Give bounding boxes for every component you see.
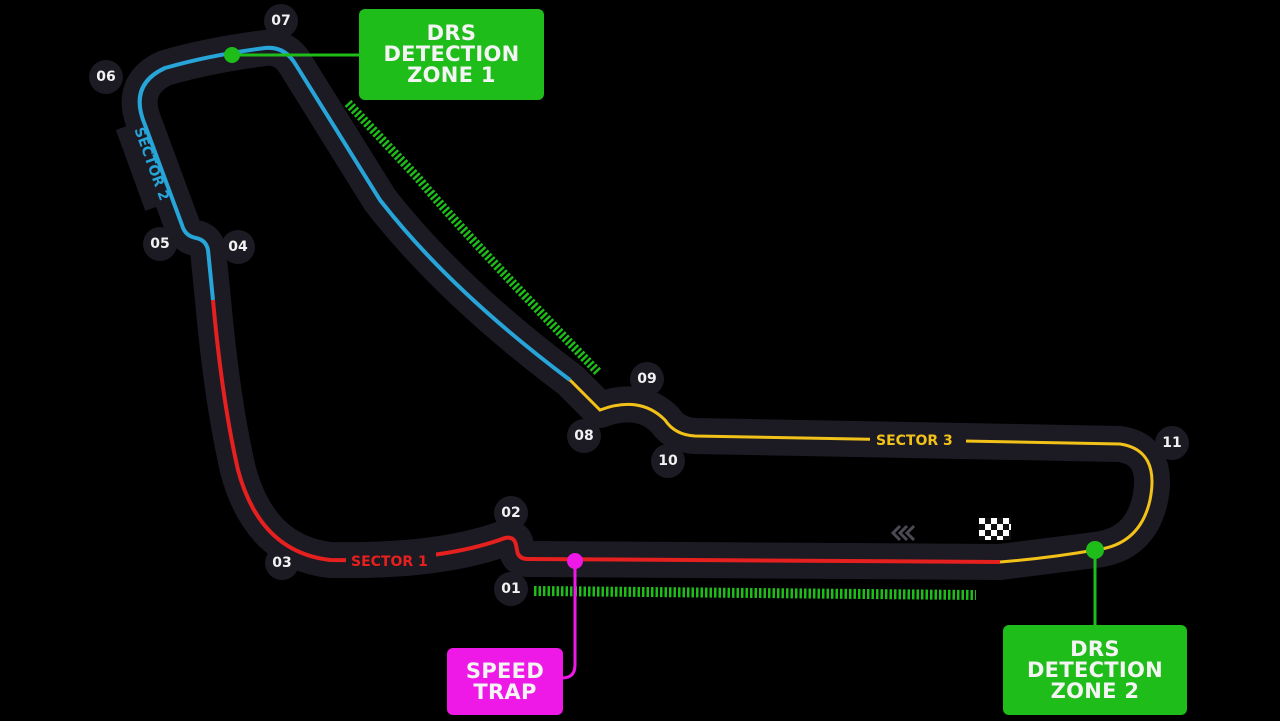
turn-number: 02: [501, 505, 520, 521]
turn-number: 07: [271, 13, 290, 29]
turn-number: 11: [1162, 435, 1181, 451]
sector-3-line: [568, 378, 1154, 564]
drs2-line-1: DRS: [1070, 636, 1120, 661]
turn-badge-circle: [651, 444, 685, 478]
turn-badge-06[interactable]: 06: [89, 60, 123, 94]
turn-badge-circle: [265, 546, 299, 580]
turn-number: 01: [501, 581, 520, 597]
turn-badge-02[interactable]: 02: [494, 496, 528, 530]
drs-detection-zone-1-callout[interactable]: DRS DETECTION ZONE 1: [359, 9, 544, 100]
turn-number: 04: [228, 239, 248, 255]
turn-badge-circle: [221, 230, 255, 264]
turn-badge-11[interactable]: 11: [1155, 426, 1189, 460]
turn-badge-circle: [630, 362, 664, 396]
speed-trap-marker[interactable]: [567, 553, 583, 569]
turn-number: 06: [96, 69, 115, 85]
sector-1-label: SECTOR 1: [351, 554, 428, 570]
drs-detection-1-marker[interactable]: [224, 47, 240, 63]
turn-badge-04[interactable]: 04: [221, 230, 255, 264]
drs1-line-3: ZONE 1: [407, 63, 496, 87]
turn-number: 05: [150, 236, 169, 252]
turn-badge-03[interactable]: 03: [265, 546, 299, 580]
drs-detection-zone-2-callout[interactable]: DRS DETECTION ZONE 2: [1003, 625, 1187, 715]
sector-3-label: SECTOR 3: [876, 433, 953, 449]
speed-trap-line-1: SPEED: [465, 658, 545, 683]
drs-zone-2-bar: [533, 586, 977, 600]
turn-badge-circle: [567, 419, 601, 453]
checkered-flag-icon: [979, 518, 1011, 540]
speed-trap-callout[interactable]: SPEED TRAP: [447, 648, 563, 715]
drs1-line-1: DRS: [426, 21, 477, 45]
turn-badge-circle: [143, 227, 177, 261]
turn-number: 03: [272, 555, 291, 571]
turn-badge-10[interactable]: 10: [651, 444, 685, 478]
turn-number: 10: [658, 453, 678, 469]
turn-badge-01[interactable]: 01: [494, 572, 528, 606]
turn-badge-circle: [1155, 426, 1189, 460]
turn-badge-07[interactable]: 07: [264, 4, 298, 38]
turn-badge-circle: [494, 572, 528, 606]
turn-number: 09: [637, 371, 656, 387]
direction-chevron-icon: [890, 524, 916, 542]
turn-number: 08: [574, 428, 593, 444]
drs-zone-1-bar: [344, 99, 602, 376]
turn-badge-09[interactable]: 09: [630, 362, 664, 396]
turn-badge-circle: [264, 4, 298, 38]
drs-detection-2-marker[interactable]: [1086, 541, 1104, 559]
turn-badge-circle: [494, 496, 528, 530]
drs1-line-2: DETECTION: [383, 42, 520, 66]
speed-trap-leader: [561, 561, 577, 680]
turn-badge-05[interactable]: 05: [143, 227, 177, 261]
speed-trap-line-2: TRAP: [473, 679, 537, 704]
track-surface: [121, 29, 1170, 580]
turn-badge-circle: [89, 60, 123, 94]
drs2-line-3: ZONE 2: [1050, 678, 1140, 703]
drs2-line-2: DETECTION: [1026, 657, 1164, 682]
sector-2-line: [137, 45, 572, 382]
turn-badge-08[interactable]: 08: [567, 419, 601, 453]
